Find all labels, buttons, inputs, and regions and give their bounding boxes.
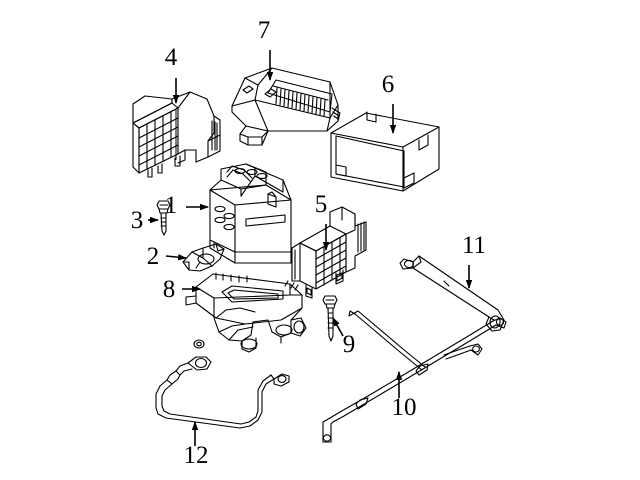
callout-8[interactable]: 8	[163, 276, 176, 303]
callout-4[interactable]: 4	[165, 44, 178, 71]
part-5-heat-shield	[291, 206, 367, 299]
part-1-battery	[209, 163, 292, 264]
callout-1[interactable]: 1	[165, 192, 178, 219]
callout-9[interactable]: 9	[343, 331, 356, 358]
part-8-battery-tray	[185, 272, 307, 353]
part-12-negative-battery-cable	[155, 356, 290, 429]
part-4-battery-shield	[132, 91, 221, 178]
part-6-battery-tray-box	[330, 111, 440, 192]
callout-11[interactable]: 11	[462, 232, 486, 259]
callout-10[interactable]: 10	[392, 394, 417, 421]
callout-2[interactable]: 2	[147, 243, 160, 270]
part-11-ground-strap	[399, 255, 505, 332]
small-fastener-detail	[193, 339, 205, 349]
part-3-hold-down-bolt	[156, 200, 171, 236]
part-9-mounting-screw	[322, 295, 338, 342]
callout-12[interactable]: 12	[184, 442, 209, 469]
callout-6[interactable]: 6	[382, 71, 395, 98]
callout-5[interactable]: 5	[315, 191, 328, 218]
leader-9	[332, 317, 344, 337]
part-2-hold-down-clamp	[182, 243, 225, 272]
callout-3[interactable]: 3	[131, 207, 144, 234]
leader-2	[165, 254, 187, 261]
callout-numbers: 4 7 6 1 3 2 5 8 9 10 11 12	[131, 17, 486, 469]
callout-leaders	[148, 50, 473, 446]
callout-7[interactable]: 7	[258, 17, 271, 44]
